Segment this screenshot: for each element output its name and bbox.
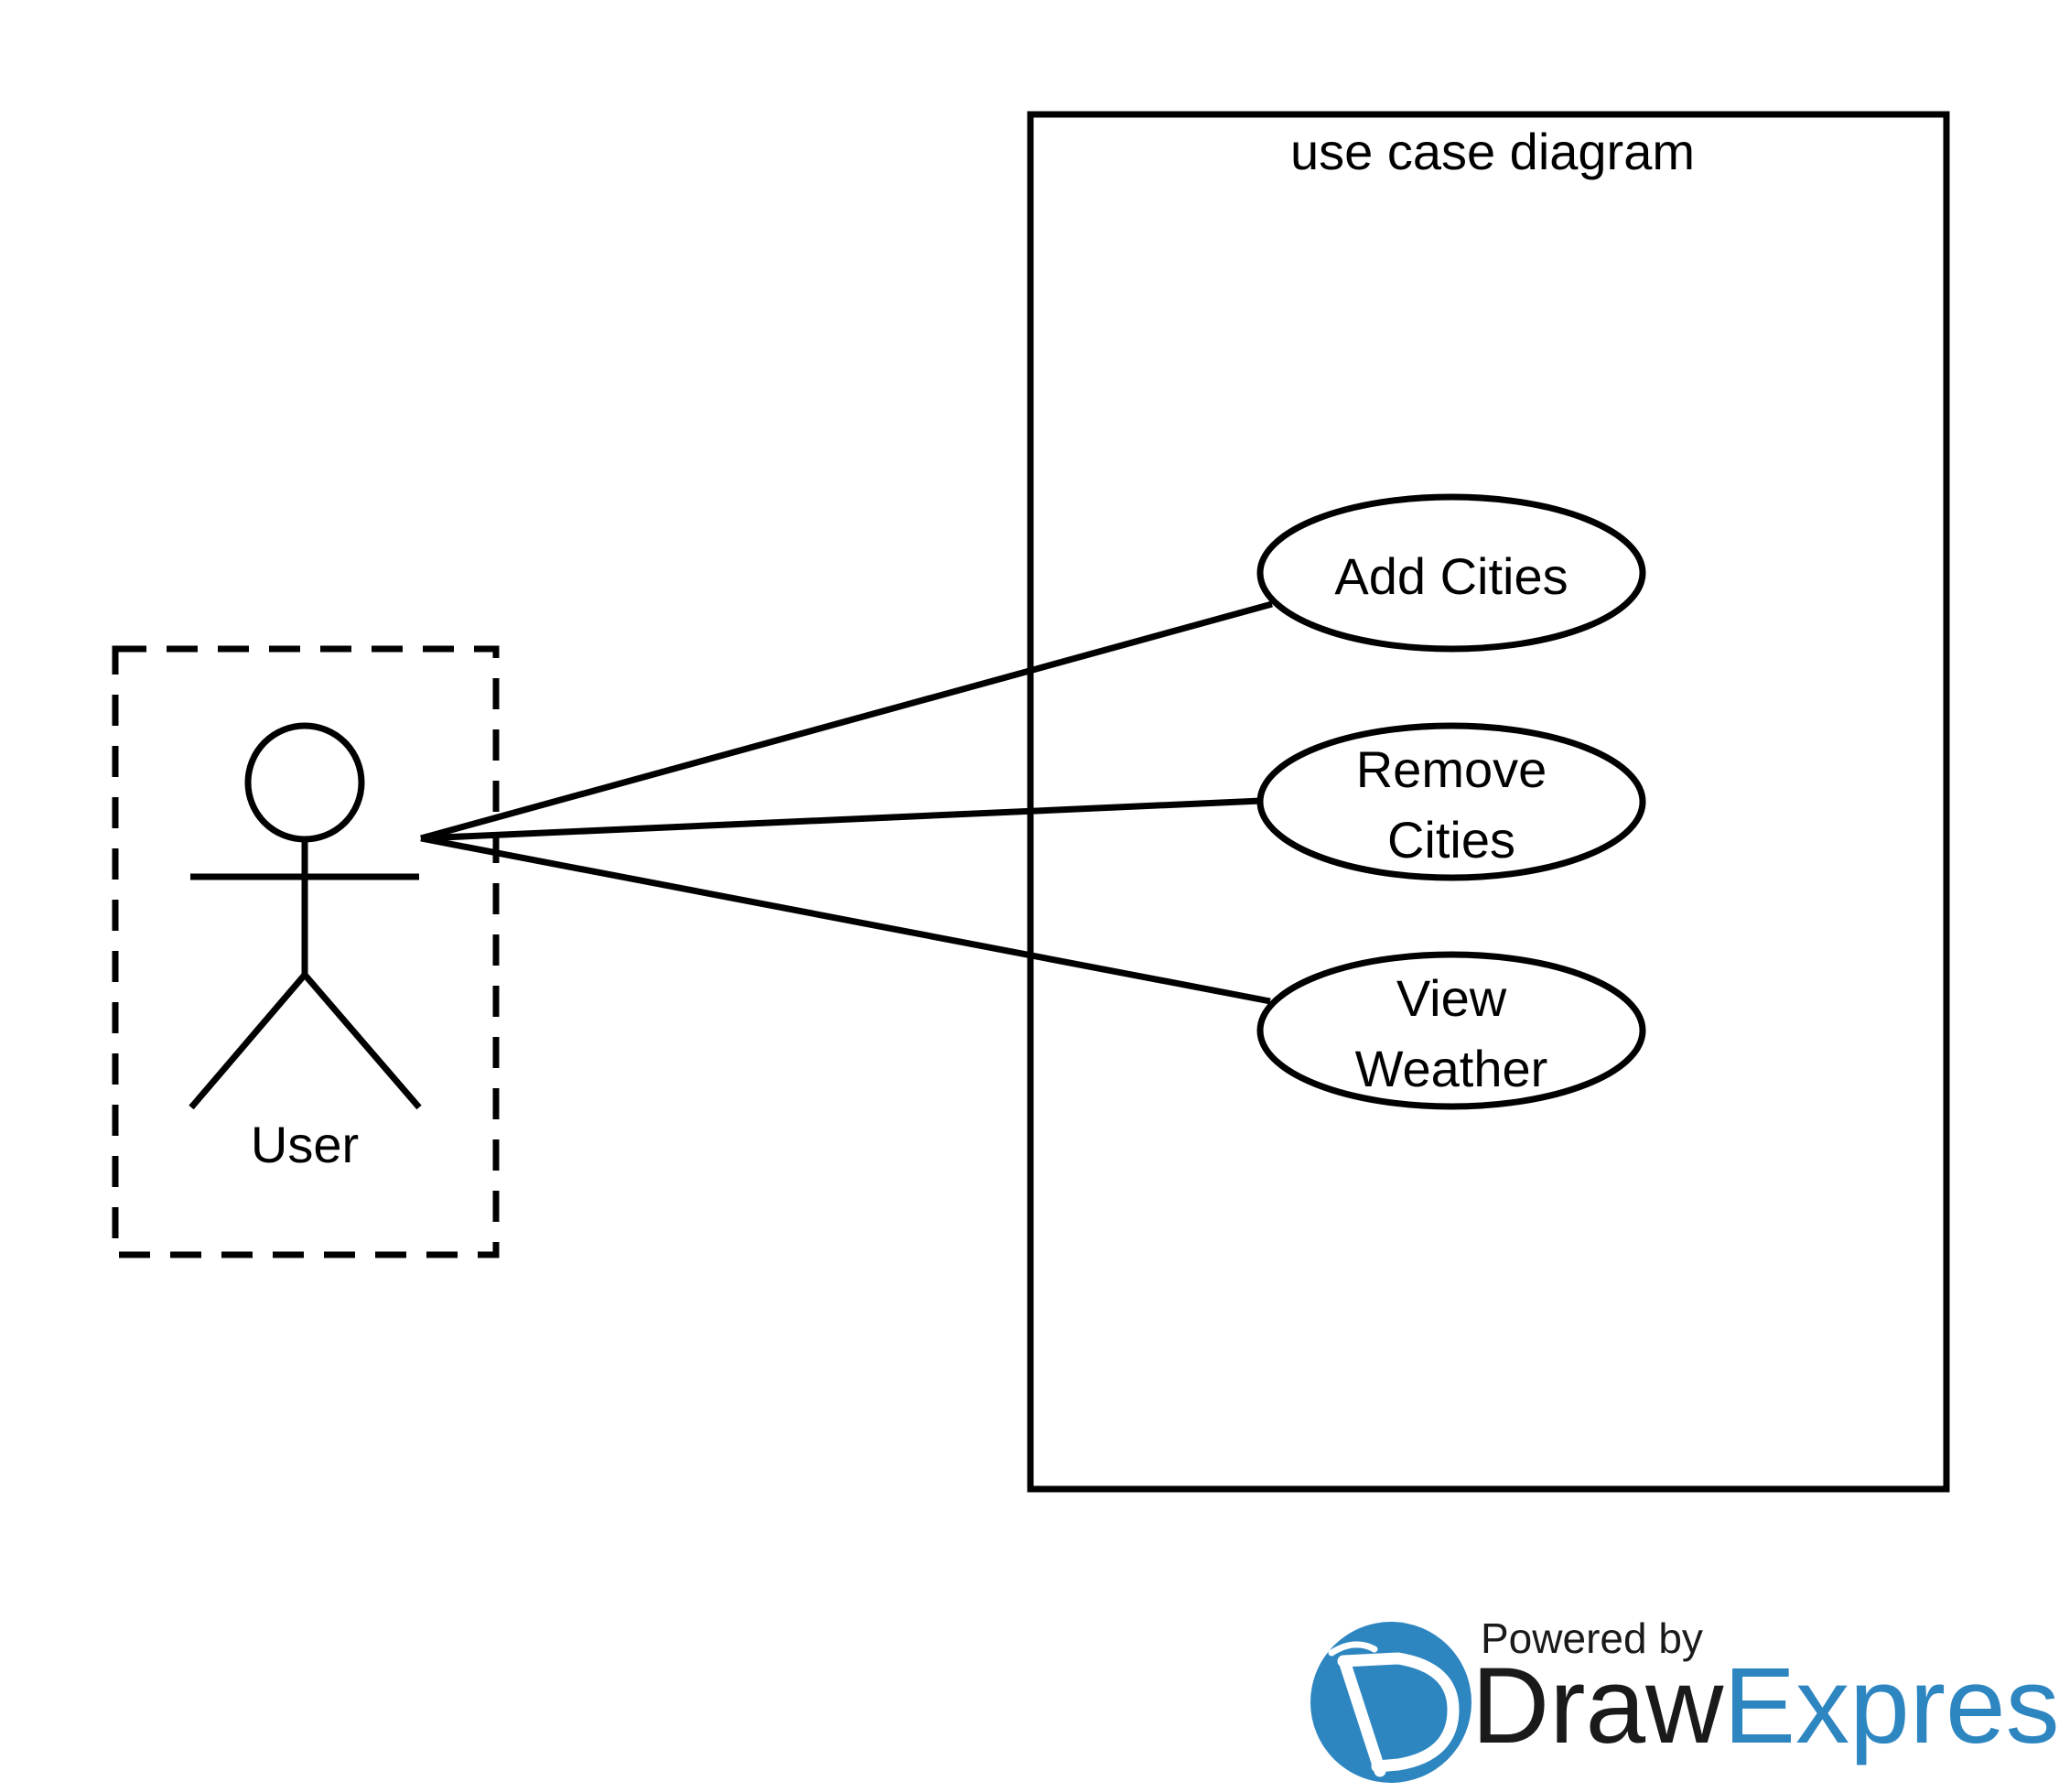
use-case-add-cities[interactable]: Add Cities (1256, 493, 1646, 653)
use-case-view-weather[interactable]: View Weather (1256, 951, 1646, 1110)
use-case-label: Add Cities (1334, 547, 1568, 605)
use-case-ellipse (1256, 493, 1646, 653)
use-case-label: Weather (1355, 1040, 1548, 1097)
watermark-brand-draw: Draw (1471, 1646, 1724, 1766)
use-case-ellipse (1256, 951, 1646, 1110)
associations (420, 600, 1273, 1005)
use-case-label: View (1396, 969, 1507, 1027)
actor-selection-box (112, 645, 500, 1258)
use-case-ellipse (1256, 722, 1646, 881)
system-boundary[interactable] (1027, 111, 1950, 1493)
association-view-weather[interactable] (420, 835, 1271, 1005)
actor-left-leg (189, 972, 307, 1110)
drawexpress-logo-icon (1310, 1622, 1471, 1783)
watermark: Powered by DrawExpress (1310, 1614, 2059, 1783)
watermark-brand: DrawExpress (1471, 1646, 2059, 1766)
actor-head (244, 722, 365, 843)
watermark-brand-express: Express (1723, 1646, 2059, 1766)
system-boundary-title: use case diagram (1290, 123, 1695, 180)
watermark-powered-by: Powered by (1481, 1614, 1703, 1662)
use-case-label: Remove (1356, 740, 1547, 798)
actor-user[interactable]: User (112, 645, 500, 1258)
association-remove-cities[interactable] (420, 797, 1262, 842)
use-case-label: Cities (1387, 811, 1515, 869)
use-case-remove-cities[interactable]: Remove Cities (1256, 722, 1646, 881)
actor-right-leg (302, 972, 422, 1110)
association-add-cities[interactable] (420, 600, 1273, 842)
actor-label: User (251, 1116, 359, 1173)
